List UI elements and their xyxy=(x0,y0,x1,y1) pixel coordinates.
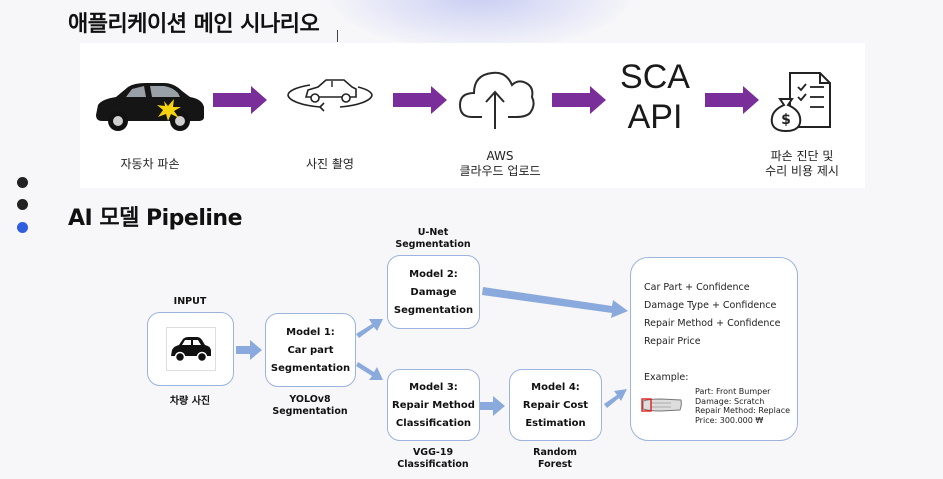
sca-api-label: SCA API xyxy=(610,57,700,137)
bumper-icon xyxy=(641,397,683,417)
step-caption: 자동차 파손 xyxy=(120,157,180,171)
nav-dot[interactable] xyxy=(17,177,28,188)
flow-arrow xyxy=(393,86,447,114)
svg-text:$: $ xyxy=(781,112,791,128)
model4-caption: Forest xyxy=(538,459,572,470)
model2-label: U-Net xyxy=(417,227,449,238)
model4-box: Model 4: Repair Cost Estimation xyxy=(509,369,602,441)
input-box xyxy=(147,312,234,386)
money-bag-document-icon: $ xyxy=(768,69,838,137)
scenario-panel: 자동차 파손 사진 촬영 AWS 클라우드 업로드 xyxy=(80,43,865,188)
step-caption: AWS xyxy=(486,149,514,163)
connector-arrow xyxy=(480,396,505,416)
step-caption: 사진 촬영 xyxy=(306,157,354,171)
flow-arrow xyxy=(213,86,267,114)
output-box: Car Part + Confidence Damage Type + Conf… xyxy=(630,257,798,441)
example-line: Damage: Scratch xyxy=(695,396,765,406)
flow-arrow xyxy=(705,86,759,114)
model3-caption: VGG-19 xyxy=(412,447,454,458)
nav-dot[interactable] xyxy=(17,199,28,210)
connector-arrow xyxy=(236,340,262,360)
model1-line: Car part xyxy=(287,345,334,356)
model4-line: Repair Cost xyxy=(522,400,589,411)
input-caption: 차량 사진 xyxy=(169,396,211,407)
model2-label: Segmentation xyxy=(395,239,471,250)
model1-caption: YOLOv8 xyxy=(289,394,331,405)
model3-line: Classification xyxy=(395,418,472,429)
output-item: Damage Type + Confidence xyxy=(644,300,777,311)
step-caption: 클라우드 업로드 xyxy=(459,164,541,178)
model2-line: Segmentation xyxy=(393,305,474,316)
example-line: Part: Front Bumper xyxy=(695,387,771,396)
model3-caption: Classification xyxy=(397,459,469,470)
input-title: INPUT xyxy=(173,296,207,307)
damaged-car-icon xyxy=(92,81,207,137)
example-line: Repair Method: Replace xyxy=(695,406,791,415)
model3-line: Repair Method xyxy=(392,400,475,411)
connector-arrow xyxy=(482,287,628,318)
model3-box: Model 3: Repair Method Classification xyxy=(387,369,480,441)
nav-dot-active[interactable] xyxy=(17,222,28,233)
model4-line: Estimation xyxy=(525,418,586,429)
example-label: Example: xyxy=(644,372,689,383)
output-item: Car Part + Confidence xyxy=(644,282,750,293)
model1-box: Model 1: Car part Segmentation xyxy=(265,313,356,387)
step-caption: 수리 비용 제시 xyxy=(765,164,839,178)
scenario-title: 애플리케이션 메인 시나리오 xyxy=(68,12,320,37)
rotating-car-photo-icon xyxy=(280,73,380,137)
model2-line: Damage xyxy=(410,287,457,298)
connector-arrow xyxy=(604,389,627,408)
sca-api-line: SCA xyxy=(620,58,690,96)
model1-caption: Segmentation xyxy=(272,406,348,417)
title-tick xyxy=(337,30,338,42)
connector-arrow xyxy=(356,362,383,380)
model2-box: Model 2: Damage Segmentation xyxy=(387,255,480,329)
flow-arrow xyxy=(552,86,606,114)
pipeline-title: AI 모델 Pipeline xyxy=(68,206,243,231)
model2-line: Model 2: xyxy=(409,269,458,280)
model4-caption: Random xyxy=(533,447,577,458)
model3-line: Model 3: xyxy=(409,382,458,393)
output-item: Repair Price xyxy=(644,336,701,347)
model1-line: Segmentation xyxy=(270,363,351,374)
step-caption: 파손 진단 및 xyxy=(770,149,834,163)
output-item: Repair Method + Confidence xyxy=(644,318,781,329)
car-photo-icon xyxy=(166,327,216,371)
example-line: Price: 300.000 ₩ xyxy=(695,415,764,425)
model1-line: Model 1: xyxy=(286,327,335,338)
cloud-upload-icon xyxy=(458,65,538,135)
connector-arrow xyxy=(356,319,383,338)
model4-line: Model 4: xyxy=(531,382,580,393)
sca-api-line: API xyxy=(627,98,683,136)
